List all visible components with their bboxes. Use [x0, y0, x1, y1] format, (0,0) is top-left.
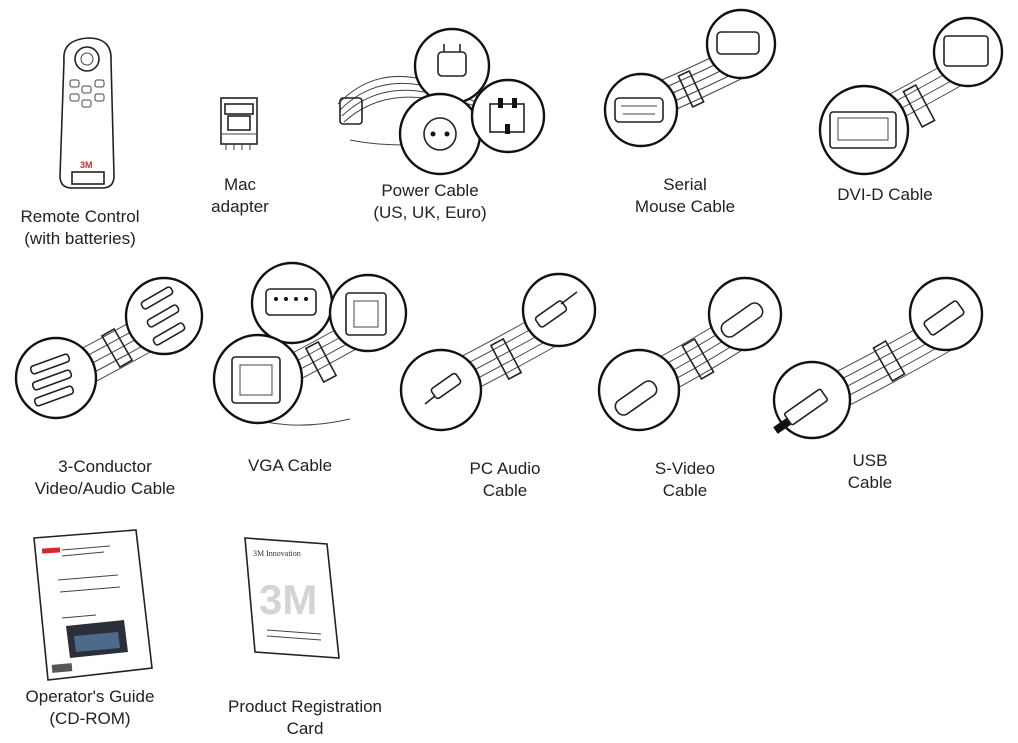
- dvi-d-cable-item: DVI-D Cable: [800, 0, 1018, 220]
- registration-card-item: 3M Innovation 3M Product Registration Ca…: [195, 530, 415, 743]
- usb-cable-illustration: [772, 276, 984, 440]
- dvi-d-cable-label: DVI-D Cable: [815, 184, 955, 206]
- mac-adapter-item: Mac adapter: [190, 0, 300, 230]
- label-line: (US, UK, Euro): [373, 203, 487, 222]
- av-cable-item: 3-Conductor Video/Audio Cable: [0, 270, 215, 510]
- pc-audio-cable-label: PC Audio Cable: [445, 458, 565, 502]
- remote-control-label: Remote Control (with batteries): [0, 206, 160, 250]
- dvi-d-cable-illustration: [818, 16, 1004, 176]
- s-video-cable-item: S-Video Cable: [595, 260, 795, 510]
- card-cover-title: 3M Innovation: [253, 549, 301, 558]
- label-line: Card: [286, 719, 324, 738]
- label-line: VGA Cable: [247, 456, 333, 475]
- operators-guide-illustration: [33, 529, 153, 681]
- label-line: USB: [852, 451, 888, 470]
- label-line: Cable: [482, 481, 528, 500]
- label-line: (CD-ROM): [49, 709, 131, 728]
- label-line: PC Audio: [469, 459, 541, 478]
- registration-card-label: Product Registration Card: [205, 696, 405, 740]
- operators-guide-label: Operator's Guide (CD-ROM): [5, 686, 175, 730]
- label-line: Serial: [663, 175, 707, 194]
- label-line: Cable: [847, 473, 893, 492]
- label-line: Power Cable: [381, 181, 479, 200]
- card-cover-logo: 3M: [259, 576, 317, 623]
- power-cable-illustration: [337, 27, 546, 176]
- mac-adapter-illustration: [220, 97, 258, 150]
- serial-mouse-cable-label: Serial Mouse Cable: [615, 174, 755, 218]
- registration-card-illustration: 3M Innovation 3M: [244, 537, 340, 659]
- serial-mouse-cable-illustration: [603, 8, 777, 148]
- power-cable-item: Power Cable (US, UK, Euro): [320, 0, 550, 240]
- s-video-cable-label: S-Video Cable: [625, 458, 745, 502]
- label-line: Cable: [662, 481, 708, 500]
- label-line: DVI-D Cable: [837, 185, 933, 204]
- mac-adapter-label: Mac adapter: [200, 174, 280, 218]
- vga-cable-item: VGA Cable: [210, 255, 415, 485]
- label-line: (with batteries): [24, 229, 136, 248]
- label-line: Mac: [223, 175, 257, 194]
- usb-cable-item: USB Cable: [770, 270, 1018, 510]
- power-cable-label: Power Cable (US, UK, Euro): [365, 180, 495, 224]
- label-line: Operator's Guide: [25, 687, 155, 706]
- pc-audio-cable-illustration: [399, 272, 597, 432]
- remote-control-illustration: 3M: [59, 37, 115, 189]
- vga-cable-illustration: [212, 261, 408, 426]
- av-cable-label: 3-Conductor Video/Audio Cable: [20, 456, 190, 500]
- label-line: Product Registration: [227, 697, 383, 716]
- usb-cable-label: USB Cable: [820, 450, 920, 494]
- label-line: S-Video: [654, 459, 716, 478]
- label-line: Mouse Cable: [634, 197, 736, 216]
- operators-guide-item: Operator's Guide (CD-ROM): [0, 520, 190, 743]
- remote-brand-logo: 3M: [80, 160, 93, 170]
- remote-control-item: 3M Remote Control (with batteries): [0, 0, 165, 260]
- pc-audio-cable-item: PC Audio Cable: [395, 260, 605, 510]
- av-cable-illustration: [14, 276, 204, 420]
- serial-mouse-cable-item: Serial Mouse Cable: [595, 0, 795, 230]
- vga-cable-label: VGA Cable: [230, 455, 350, 477]
- s-video-cable-illustration: [597, 276, 783, 432]
- label-line: 3-Conductor: [58, 457, 152, 476]
- label-line: adapter: [211, 197, 269, 216]
- label-line: Remote Control: [20, 207, 140, 226]
- label-line: Video/Audio Cable: [34, 479, 176, 498]
